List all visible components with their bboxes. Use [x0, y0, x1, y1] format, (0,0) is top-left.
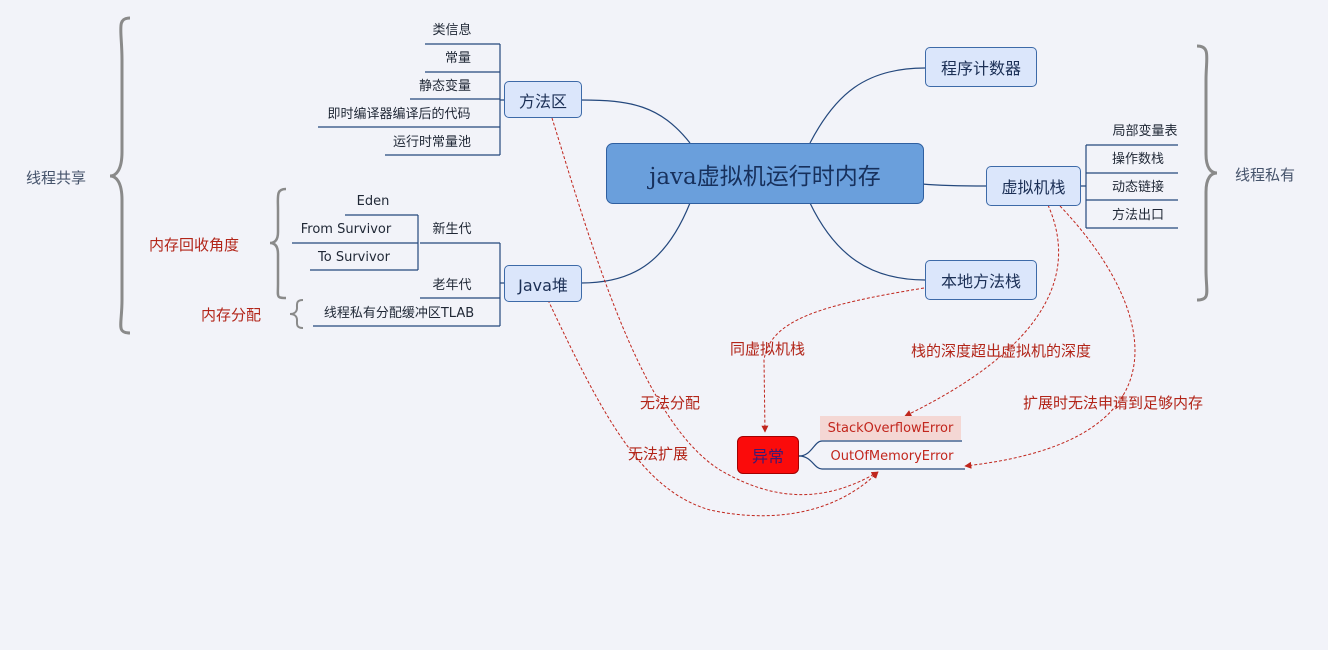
tlab-label[interactable]: 线程私有分配缓冲区TLAB: [323, 306, 475, 321]
root-connectors: [580, 67, 987, 284]
arrow-same-as-vm-stack: [761, 287, 925, 433]
old-gen-label[interactable]: 老年代: [432, 278, 472, 293]
exception-connectors: [798, 440, 965, 470]
arrow-stack-depth: [904, 204, 1060, 417]
private-brace: [1196, 44, 1218, 302]
gc-brace: [269, 187, 287, 300]
vm-stack-item-dynamic-link[interactable]: 动态链接: [1111, 180, 1164, 195]
young-gen-to-survivor[interactable]: To Survivor: [318, 250, 390, 265]
heap-connectors: [292, 214, 504, 327]
native-stack-node[interactable]: 本地方法栈: [925, 260, 1037, 300]
method-area-item-runtime-pool[interactable]: 运行时常量池: [392, 135, 471, 150]
error-out-of-memory[interactable]: OutOfMemoryError: [830, 449, 954, 464]
gc-angle-label: 内存回收角度: [149, 236, 240, 254]
heap-node[interactable]: Java堆: [504, 265, 582, 302]
private-label: 线程私有: [1235, 166, 1296, 184]
relation-expand-fail: 扩展时无法申请到足够内存: [1023, 394, 1204, 412]
relation-cannot-expand: 无法扩展: [628, 445, 689, 463]
young-gen-from-survivor[interactable]: From Survivor: [300, 222, 392, 237]
vm-stack-connectors: [1081, 144, 1178, 229]
method-area-item-static-var[interactable]: 静态变量: [418, 79, 471, 94]
root-node[interactable]: java虚拟机运行时内存: [606, 143, 924, 204]
vm-stack-item-operand-stack[interactable]: 操作数栈: [1111, 152, 1164, 167]
shared-label: 线程共享: [26, 169, 87, 187]
young-gen-eden[interactable]: Eden: [356, 194, 390, 209]
arrow-heap-oom: [547, 299, 879, 517]
relation-cannot-allocate: 无法分配: [640, 394, 701, 412]
error-stack-overflow[interactable]: StackOverflowError: [827, 421, 954, 436]
arrow-expand-fail: [964, 205, 1136, 469]
relation-stack-depth: 栈的深度超出虚拟机的深度: [911, 342, 1092, 360]
vm-stack-item-method-exit[interactable]: 方法出口: [1111, 208, 1164, 223]
method-area-connectors: [318, 43, 504, 156]
method-area-node[interactable]: 方法区: [504, 81, 582, 118]
young-gen-label[interactable]: 新生代: [432, 222, 472, 237]
method-area-item-class-info[interactable]: 类信息: [432, 23, 472, 38]
pc-register-node[interactable]: 程序计数器: [925, 47, 1037, 87]
vm-stack-item-local-vars[interactable]: 局部变量表: [1112, 124, 1178, 139]
exception-node[interactable]: 异常: [737, 436, 799, 474]
arrow-method-area-oom: [551, 117, 879, 496]
stack-overflow-highlight: [820, 416, 961, 440]
method-area-item-jit-code[interactable]: 即时编译器编译后的代码: [327, 107, 471, 122]
relation-same-as-vm-stack: 同虚拟机栈: [730, 340, 806, 358]
alloc-brace: [289, 299, 304, 329]
method-area-item-constant[interactable]: 常量: [444, 51, 471, 66]
shared-brace: [109, 16, 131, 335]
alloc-angle-label: 内存分配: [201, 306, 262, 324]
vm-stack-node[interactable]: 虚拟机栈: [986, 166, 1081, 206]
relation-arrows: [547, 117, 1136, 517]
